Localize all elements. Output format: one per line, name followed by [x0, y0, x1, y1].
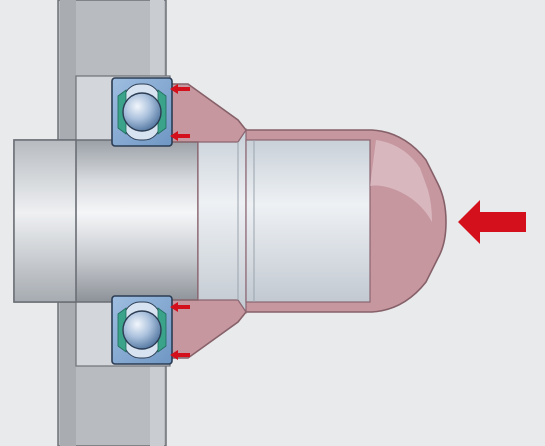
- upper-bearing: [111, 77, 173, 147]
- contact-force-arrows: [170, 84, 190, 360]
- shaft-shoulder: [13, 139, 77, 303]
- mounting-sleeve: [169, 83, 447, 359]
- upper-ball: [122, 92, 162, 132]
- contact-arrow-lower-inner: [170, 302, 190, 312]
- applied-force-arrow: [458, 200, 526, 244]
- lower-ball: [122, 310, 162, 350]
- contact-arrow-lower-outer: [170, 350, 190, 360]
- contact-arrow-upper-inner: [170, 131, 190, 141]
- lower-bearing: [111, 295, 173, 365]
- contact-arrow-upper-outer: [170, 84, 190, 94]
